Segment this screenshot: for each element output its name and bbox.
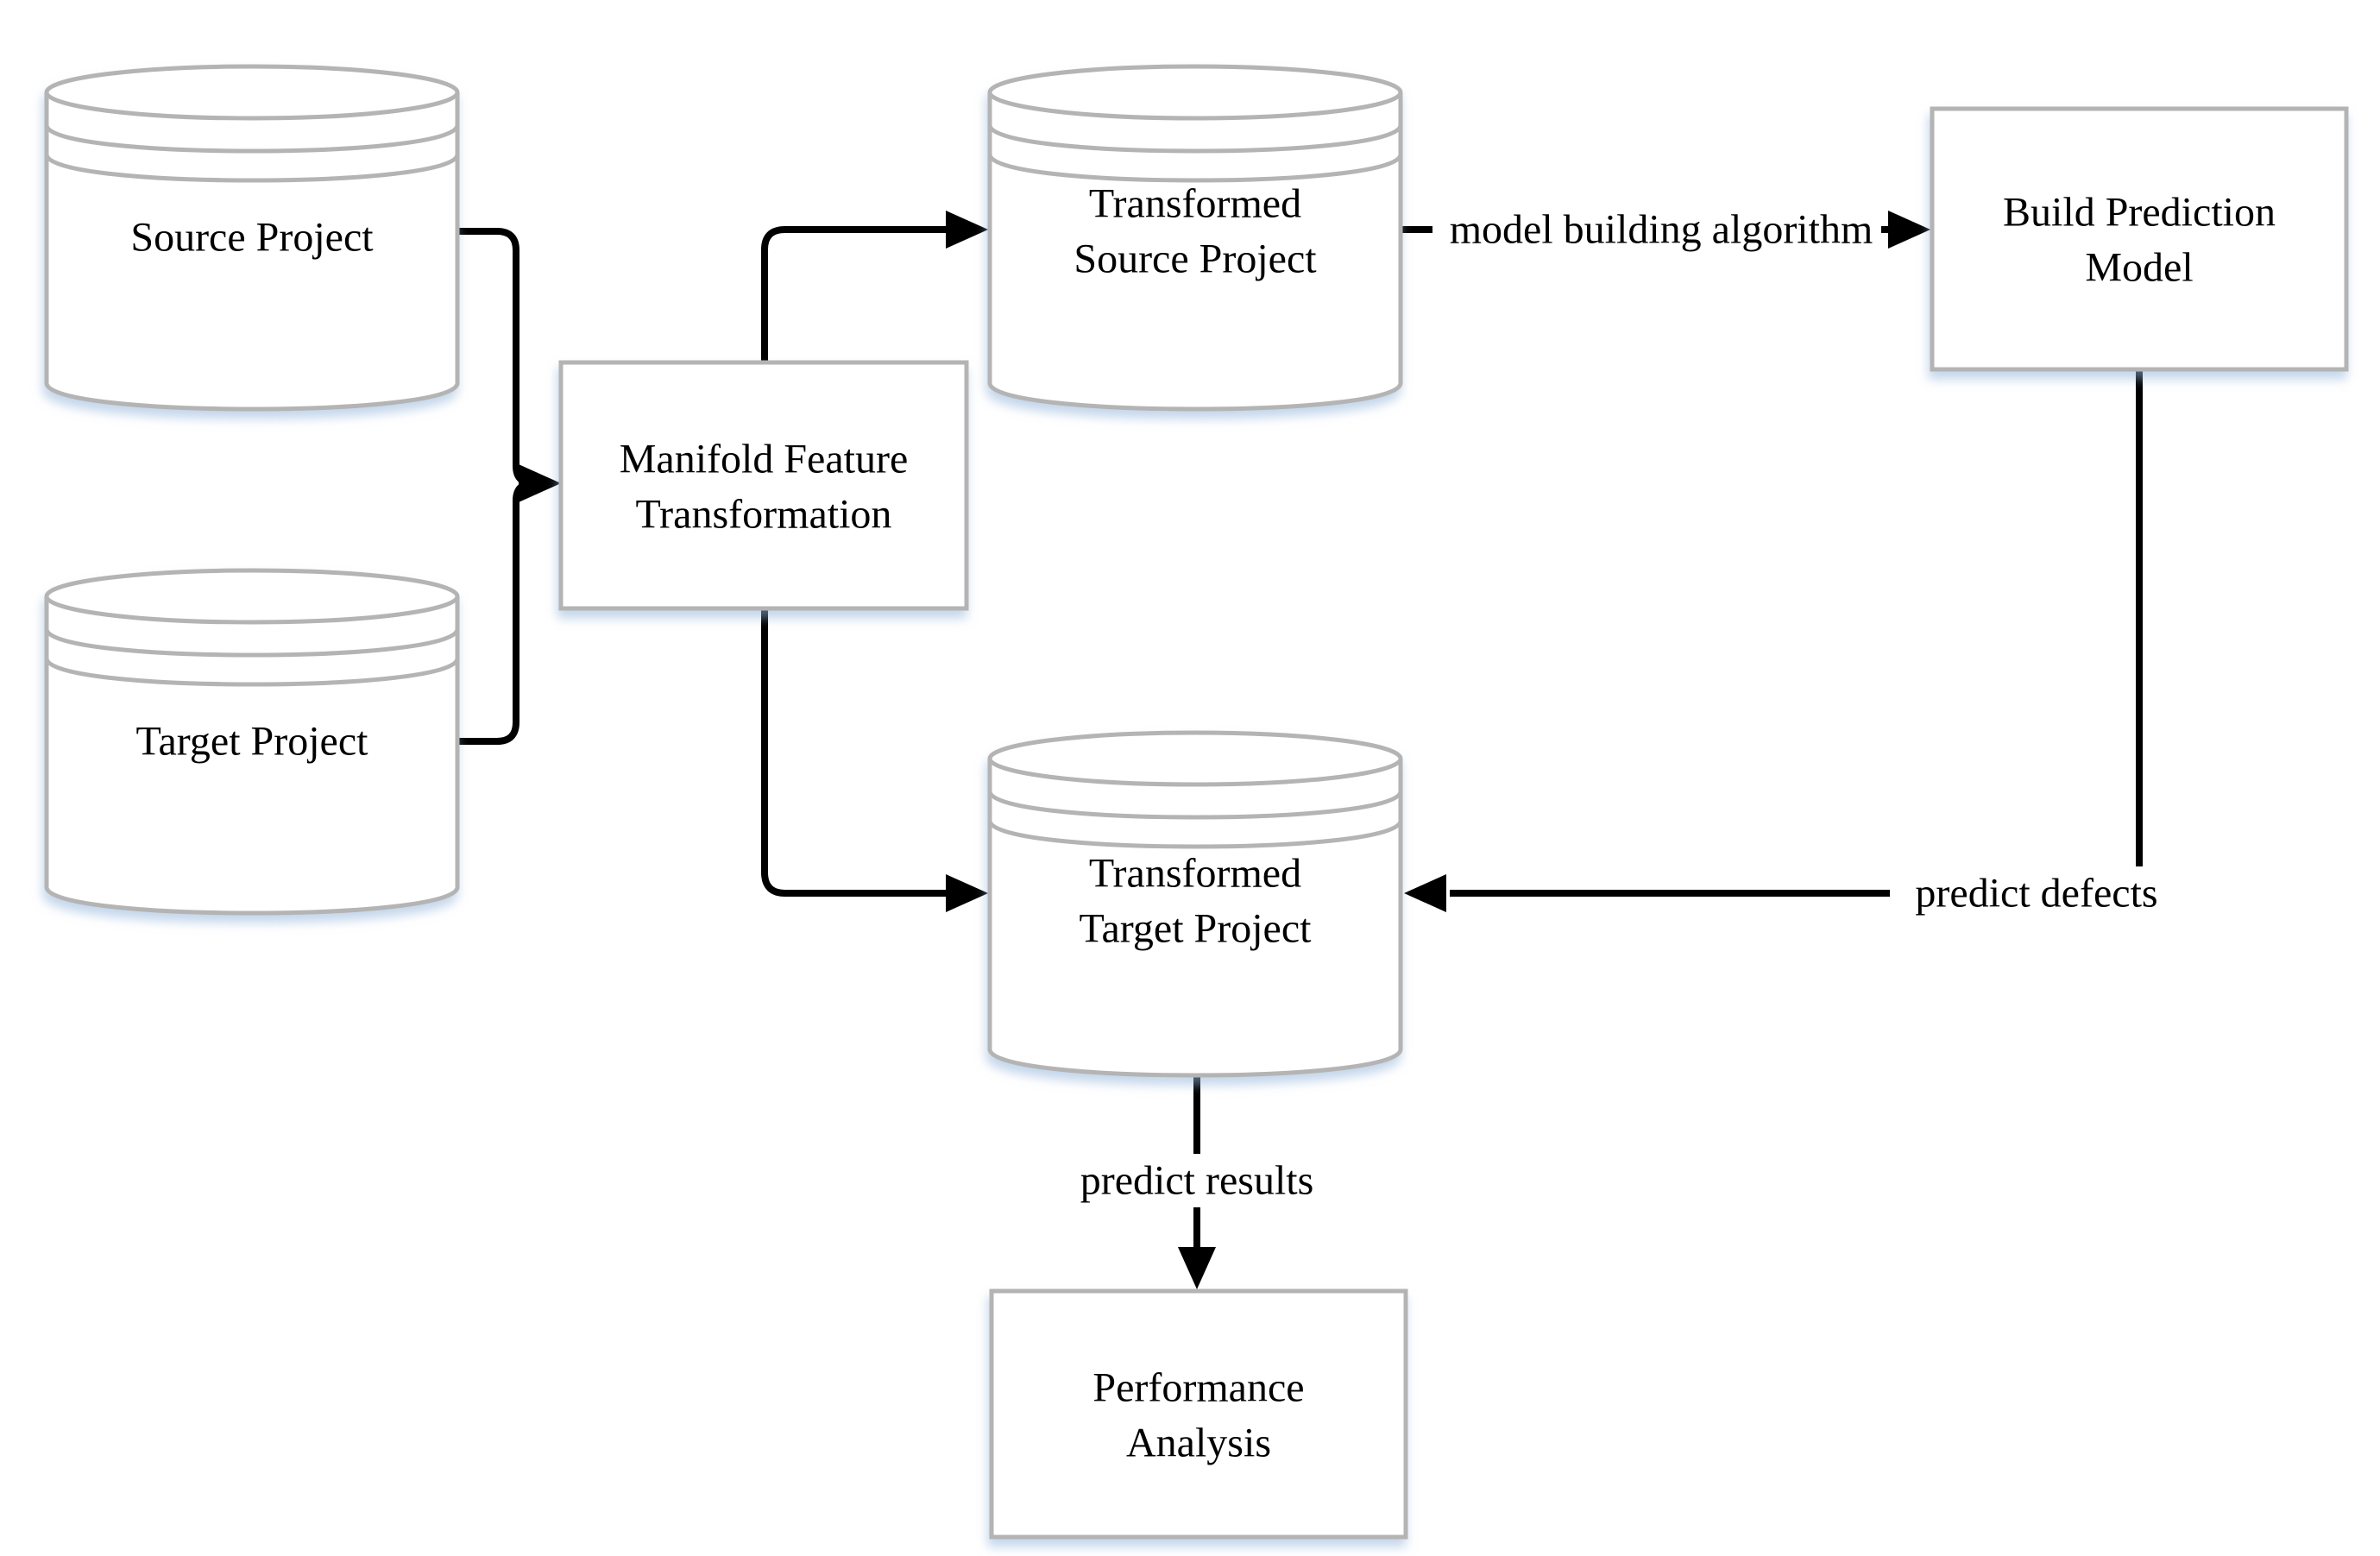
node-source-project: Source Project xyxy=(44,64,460,412)
edge-target-to-manifold xyxy=(457,480,534,745)
node-target-project: Target Project xyxy=(44,568,460,916)
transformed-target-label-line2: Target Project xyxy=(1080,906,1313,952)
arrowhead-into-transformed-target-left xyxy=(946,874,988,912)
edge-source-to-manifold xyxy=(457,228,534,487)
transformed-source-cylinder-top xyxy=(987,64,1403,121)
manifold-label-line1: Manifold Feature xyxy=(620,437,909,482)
node-build-prediction-model: Build Prediction Model xyxy=(1930,106,2349,372)
edge-labels: model building algorithm predict defects… xyxy=(1080,207,2158,1204)
source-project-cylinder-ring2 xyxy=(44,153,460,183)
node-performance-analysis: Performance Analysis xyxy=(989,1288,1408,1540)
target-project-cylinder-top xyxy=(44,568,460,625)
source-project-cylinder-ring1 xyxy=(44,123,460,154)
build-prediction-model-label-line2: Model xyxy=(2085,245,2193,291)
edge-manifold-to-transformed-target xyxy=(761,608,949,897)
performance-analysis-box xyxy=(989,1288,1408,1540)
build-prediction-model-label-line1: Build Prediction xyxy=(2003,190,2276,236)
manifold-label-line2: Transformation xyxy=(636,492,892,538)
manifold-box xyxy=(558,360,969,611)
source-project-cylinder-top xyxy=(44,64,460,121)
transformed-source-cylinder-ring1 xyxy=(987,123,1403,154)
arrowhead-into-transformed-source xyxy=(946,211,988,249)
edge-label-backgrounds xyxy=(1055,202,2188,1207)
transformed-source-label-line2: Source Project xyxy=(1074,236,1317,282)
model-building-algorithm-label: model building algorithm xyxy=(1450,207,1873,253)
predict-defects-label-bg xyxy=(1890,866,2188,920)
target-project-label: Target Project xyxy=(136,719,369,765)
model-building-label-bg xyxy=(1432,202,1881,255)
performance-analysis-label-line2: Analysis xyxy=(1126,1421,1271,1466)
edge-manifold-to-transformed-source xyxy=(761,226,949,362)
build-prediction-model-box xyxy=(1930,106,2349,372)
source-project-label: Source Project xyxy=(130,215,374,261)
transformed-source-cylinder-body xyxy=(987,92,1403,412)
source-project-cylinder-body xyxy=(44,92,460,412)
transformed-target-cylinder-top xyxy=(987,730,1403,787)
arrowhead-into-performance-analysis xyxy=(1178,1247,1216,1289)
arrowhead-into-manifold xyxy=(519,464,561,502)
transformed-target-label-line1: Transformed xyxy=(1089,851,1301,897)
target-project-cylinder-ring2 xyxy=(44,657,460,687)
node-transformed-target-project: Transformed Target Project xyxy=(987,730,1403,1078)
arrowhead-into-build-prediction-model xyxy=(1888,211,1930,249)
arrowheads xyxy=(519,211,1930,1289)
transformed-source-label-line1: Transformed xyxy=(1089,181,1301,227)
predict-results-label-bg xyxy=(1055,1154,1339,1207)
transformed-source-cylinder-ring2 xyxy=(987,153,1403,183)
target-project-cylinder-ring1 xyxy=(44,627,460,658)
predict-results-label: predict results xyxy=(1080,1158,1314,1204)
edge-predict-defects xyxy=(1450,369,2143,897)
target-project-cylinder-body xyxy=(44,596,460,916)
node-transformed-source-project: Transformed Source Project xyxy=(987,64,1403,412)
transformed-target-cylinder-body xyxy=(987,759,1403,1078)
predict-defects-label: predict defects xyxy=(1915,871,2157,917)
transformed-target-cylinder-ring2 xyxy=(987,819,1403,849)
node-manifold-feature-transformation: Manifold Feature Transformation xyxy=(558,360,969,611)
arrowhead-into-transformed-target-right xyxy=(1404,874,1446,912)
performance-analysis-label-line1: Performance xyxy=(1092,1365,1304,1411)
transformed-target-cylinder-ring1 xyxy=(987,790,1403,820)
